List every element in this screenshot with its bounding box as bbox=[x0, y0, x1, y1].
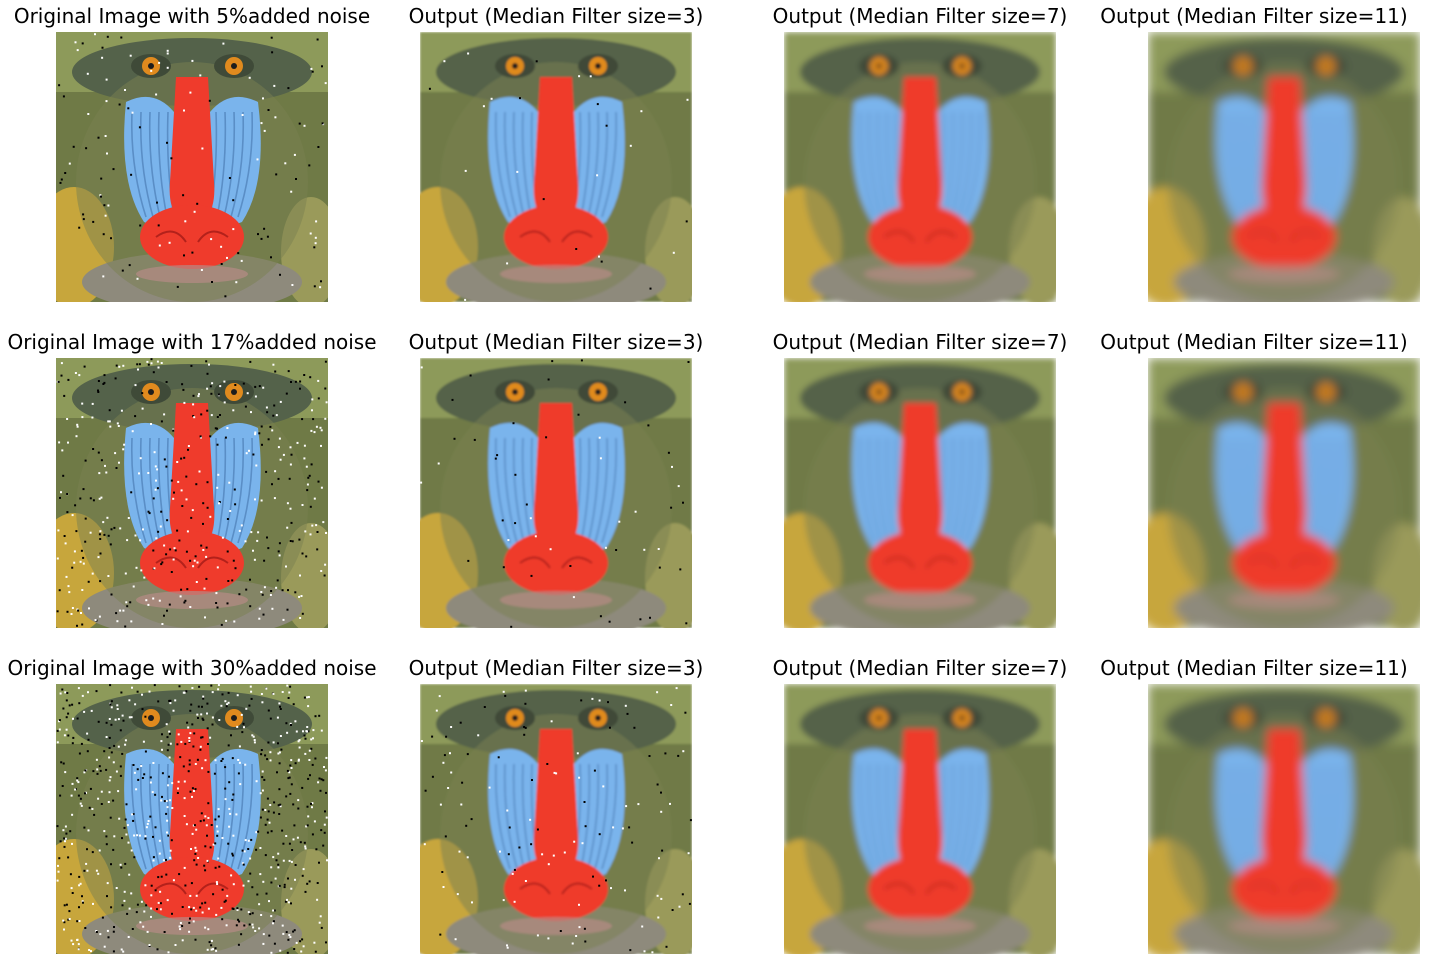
mandrill-image bbox=[420, 358, 692, 628]
panel-title: Original Image with 17%added noise bbox=[7, 330, 377, 354]
mandrill-image bbox=[420, 32, 692, 302]
mandrill-image bbox=[784, 358, 1056, 628]
panel-title: Original Image with 30%added noise bbox=[7, 656, 377, 680]
panel-title: Output (Median Filter size=3) bbox=[408, 656, 704, 680]
mandrill-image bbox=[1148, 684, 1420, 954]
panel-title: Original Image with 5%added noise bbox=[13, 4, 371, 28]
mandrill-image bbox=[1148, 32, 1420, 302]
panel-title: Output (Median Filter size=3) bbox=[408, 4, 704, 28]
panel-title: Output (Median Filter size=3) bbox=[408, 330, 704, 354]
mandrill-image bbox=[1148, 358, 1420, 628]
mandrill-image bbox=[56, 32, 328, 302]
mandrill-image bbox=[56, 358, 328, 628]
panel-title: Output (Median Filter size=11) bbox=[1100, 330, 1408, 354]
panel-title: Output (Median Filter size=11) bbox=[1100, 4, 1408, 28]
mandrill-image bbox=[784, 684, 1056, 954]
panel-title: Output (Median Filter size=7) bbox=[772, 4, 1068, 28]
panel-title: Output (Median Filter size=11) bbox=[1100, 656, 1408, 680]
panel-title: Output (Median Filter size=7) bbox=[772, 656, 1068, 680]
mandrill-image bbox=[420, 684, 692, 954]
mandrill-image bbox=[56, 684, 328, 954]
mandrill-image bbox=[784, 32, 1056, 302]
panel-title: Output (Median Filter size=7) bbox=[772, 330, 1068, 354]
